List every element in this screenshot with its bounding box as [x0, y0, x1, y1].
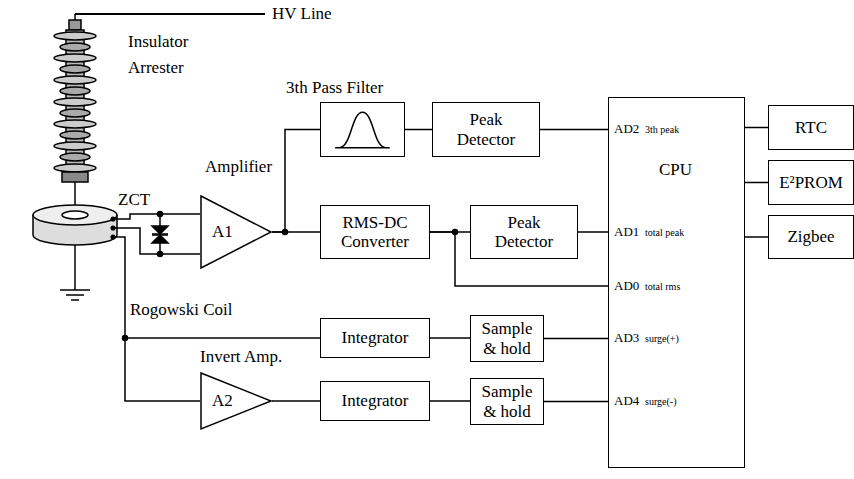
node-label: Integrator	[341, 391, 408, 410]
node-heading: CPU	[659, 160, 692, 179]
node-label: AD1	[614, 225, 639, 240]
part-name: Arrester	[128, 58, 184, 77]
ground-symbol	[71, 299, 79, 301]
node-label: Sample & hold	[475, 382, 539, 420]
shed	[60, 65, 90, 73]
ground-wire	[74, 245, 76, 290]
part-name: Insulator	[128, 32, 188, 51]
invert-amp-triangle: Invert Amp.A2	[200, 372, 272, 430]
diode-symbol	[152, 226, 168, 234]
node-label: total rms	[645, 281, 680, 292]
hv-line	[75, 13, 265, 15]
shed	[60, 153, 90, 161]
connector	[430, 401, 470, 402]
part-name: ZCT	[118, 190, 150, 209]
node-heading: Invert Amp.	[200, 347, 282, 366]
amplifier-triangle: AmplifierA1	[200, 195, 272, 269]
node-label: Peak Detector	[446, 110, 526, 148]
sample-hold-box: Sample & hold	[470, 378, 544, 425]
node-label: 3th peak	[645, 124, 679, 135]
zct-lead	[113, 214, 200, 219]
node-label: Peak Detector	[484, 213, 564, 251]
insulator-cap	[69, 20, 81, 30]
zigbee-box: Zigbee	[768, 215, 854, 259]
node-label: AD3	[614, 331, 639, 346]
peak-detector-box: Peak Detector	[432, 102, 540, 157]
shed	[54, 120, 96, 128]
node-label: AD2	[614, 122, 639, 137]
junction-dot	[158, 212, 163, 217]
connector	[272, 130, 320, 233]
node-label: RTC	[795, 118, 827, 137]
shed	[54, 98, 96, 106]
insulator-sheds	[54, 32, 96, 172]
zct-top	[33, 205, 117, 225]
node-label: surge(+)	[645, 333, 679, 344]
shed	[60, 131, 90, 139]
zct-lead	[113, 228, 200, 254]
node-label: Zigbee	[787, 227, 834, 246]
filter-box: 3th Pass Filter	[320, 102, 405, 157]
triangle-outline	[200, 195, 272, 269]
connector	[272, 232, 320, 233]
connector	[745, 182, 768, 183]
triangle-outline	[200, 372, 272, 430]
connector	[540, 129, 608, 130]
zct-hole	[62, 211, 88, 219]
node-label: E²PROM	[779, 173, 843, 192]
rogowski-wire	[125, 337, 320, 339]
sample-hold-box: Sample & hold	[470, 315, 544, 362]
eeprom-box: E²PROM	[768, 160, 854, 205]
rtc-box: RTC	[768, 105, 854, 150]
connector	[272, 401, 320, 402]
node-label: RMS-DC Converter	[327, 213, 423, 251]
cpu-box: CPU AD2 3th peakAD1 total peakAD0 total rmsA…	[608, 97, 745, 468]
part-name: Rogowski Coil	[130, 300, 233, 319]
connector	[578, 232, 608, 233]
rms-dc-converter-box: RMS-DC Converter	[320, 205, 430, 259]
integrator-box: Integrator	[320, 318, 430, 358]
node-label: AD4	[614, 394, 639, 409]
insulator-base	[62, 172, 88, 182]
node-label: A1	[212, 222, 233, 241]
shed	[60, 43, 90, 51]
node-label: total peak	[645, 227, 684, 238]
connector	[405, 129, 432, 130]
node-heading: Amplifier	[205, 157, 272, 176]
diode-symbol	[152, 235, 168, 243]
peak-detector-box: Peak Detector	[470, 205, 578, 259]
ground-symbol	[60, 289, 90, 291]
connector	[544, 338, 608, 339]
diode-symbol	[152, 234, 168, 236]
node-label: Integrator	[341, 328, 408, 347]
shed	[54, 76, 96, 84]
junction-dot	[158, 252, 163, 257]
connector	[544, 401, 608, 402]
line-name: HV Line	[272, 4, 332, 23]
shed	[54, 142, 96, 150]
node-label: surge(-)	[645, 396, 676, 407]
node-label: A2	[212, 391, 233, 410]
connector	[745, 237, 768, 238]
junction-dot	[123, 336, 128, 341]
ground-symbol	[66, 294, 84, 296]
shed	[60, 87, 90, 95]
connector	[745, 127, 768, 128]
connector	[430, 338, 470, 339]
node-heading: 3th Pass Filter	[286, 78, 383, 97]
integrator-box: Integrator	[320, 381, 430, 421]
bandpass-symbol	[321, 103, 404, 156]
node-label: AD0	[614, 279, 639, 294]
shed	[54, 32, 96, 40]
shed	[60, 109, 90, 117]
node-label: Sample & hold	[475, 319, 539, 357]
shed	[54, 164, 96, 172]
shed	[54, 54, 96, 62]
